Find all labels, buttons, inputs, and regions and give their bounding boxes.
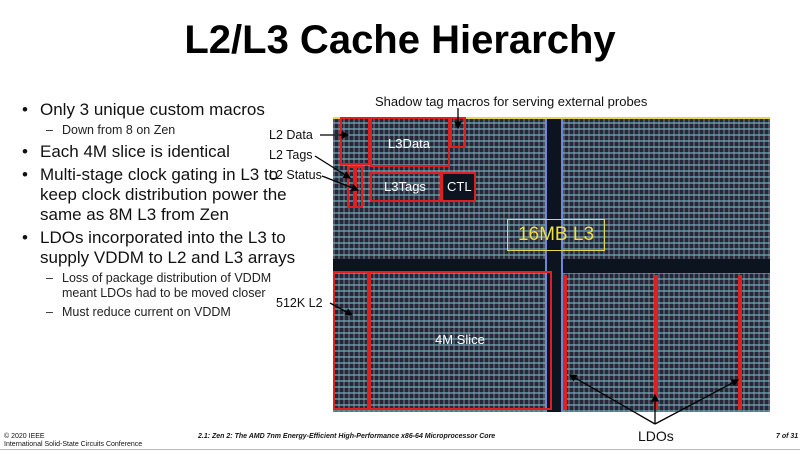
sub-bullet: Down from 8 on Zen — [18, 123, 308, 138]
l2-status-label: L2 Status — [269, 168, 322, 182]
l3-tags-label: L3Tags — [384, 179, 426, 194]
l3-size-label: 16MB L3 — [507, 219, 605, 251]
sub-bullet: Must reduce current on VDDM — [18, 305, 308, 320]
page-number: 7 of 31 — [776, 433, 799, 440]
conference-name: International Solid-State Circuits Confe… — [4, 441, 143, 448]
l2-512k-box — [333, 271, 369, 410]
ldos-label: LDOs — [638, 428, 674, 444]
l2-size-label: 512K L2 — [276, 296, 323, 310]
ldo-marker — [563, 275, 567, 410]
bullet-list: Only 3 unique custom macros Down from 8 … — [18, 100, 308, 324]
l3-data-label: L3Data — [388, 136, 430, 151]
bullet: LDOs incorporated into the L3 to supply … — [18, 228, 308, 268]
copyright: © 2020 IEEE — [4, 433, 45, 440]
slide-title: L2/L3 Cache Hierarchy — [184, 18, 616, 62]
sub-bullet: Loss of package distribution of VDDM mea… — [18, 271, 308, 301]
bullet: Only 3 unique custom macros — [18, 100, 308, 120]
bullet: Each 4M slice is identical — [18, 142, 308, 162]
ldo-marker — [654, 275, 658, 410]
paper-title: 2.1: Zen 2: The AMD 7nm Energy-Efficient… — [198, 433, 496, 440]
ctl-box — [441, 172, 476, 202]
ldo-marker — [738, 275, 742, 410]
l3-data-box — [370, 117, 450, 167]
l2-tags-label: L2 Tags — [269, 148, 313, 162]
footer-divider — [0, 449, 800, 450]
l2-data-label: L2 Data — [269, 128, 313, 142]
bullet: Multi-stage clock gating in L3 to keep c… — [18, 165, 308, 225]
l2-data-box — [340, 117, 370, 165]
shadow-tag-label: Shadow tag macros for serving external p… — [375, 94, 648, 109]
slice-label: 4M Slice — [435, 332, 485, 347]
slice-box — [369, 271, 552, 410]
ctl-label: CTL — [447, 179, 472, 194]
